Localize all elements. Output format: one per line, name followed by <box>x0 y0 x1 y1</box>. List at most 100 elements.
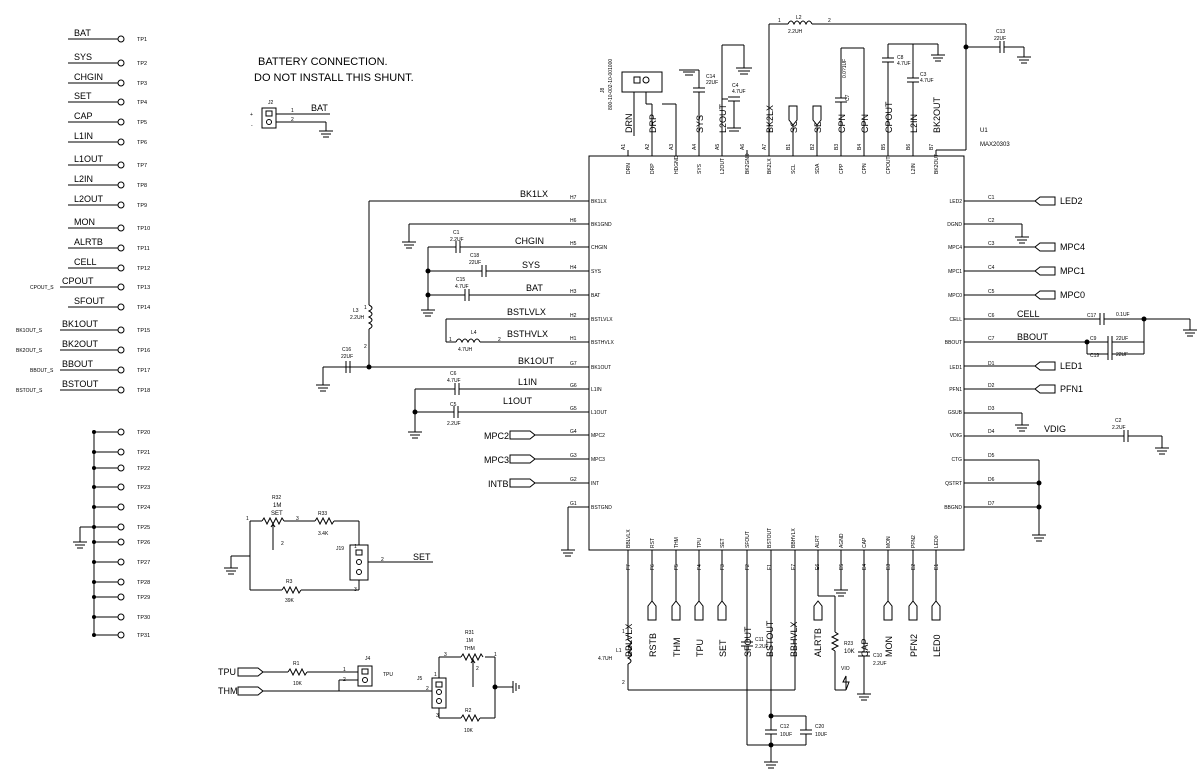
pin-B1-num: B1 <box>786 144 792 150</box>
pin-C2-name: DGND <box>947 222 962 228</box>
net-top-B5: CPOUT <box>884 101 894 133</box>
c15-value: 4.7UF <box>455 284 469 290</box>
tp1-3-pad-icon <box>117 79 125 87</box>
tp2-12-junction <box>92 633 96 637</box>
tp1-10-net: MON <box>74 217 95 227</box>
pin-B2-name: SDA <box>815 163 821 174</box>
net-bot-F3-port <box>717 600 727 621</box>
net-bat: BAT <box>526 283 543 293</box>
r33-ref: R33 <box>318 511 327 517</box>
pin-H3-num: H3 <box>570 289 577 295</box>
tp2-5-ref: TP24 <box>137 505 150 511</box>
net-bot-F6-port <box>647 600 657 621</box>
pin-B4-num: B4 <box>857 144 863 150</box>
tp1-12-net: CELL <box>74 257 97 267</box>
tp1-1-pad-icon <box>117 35 125 43</box>
pin-H6-num: H6 <box>570 218 577 224</box>
tp2-9-junction <box>92 580 96 584</box>
c4-value: 4.7UF <box>732 89 746 95</box>
pin-B6-num: B6 <box>906 144 912 150</box>
l4-pin1: 1 <box>449 337 452 343</box>
pin-D2-name: PFN1 <box>949 387 962 393</box>
pin-G5-num: G5 <box>570 406 577 412</box>
tp2-3-pad-icon <box>117 464 125 472</box>
j19-pin3: 3 <box>354 587 357 593</box>
l4-pin2: 2 <box>498 337 501 343</box>
pin-G4-num: G4 <box>570 429 577 435</box>
c9-ref: C9 <box>1090 336 1097 342</box>
tp2-3-ref: TP22 <box>137 466 150 472</box>
l3-pin1: 1 <box>364 305 367 311</box>
r31-ref: R31 <box>465 630 474 636</box>
pin-C7-num: C7 <box>988 336 995 342</box>
net-bot-E4: CAP <box>860 638 870 657</box>
net-bot-F1: BSTOUT <box>765 620 775 657</box>
pin-C6-name: CELL <box>949 317 962 323</box>
c16-ref: C16 <box>342 347 351 353</box>
r33-value: 3.4K <box>318 531 329 537</box>
net-mpc4: MPC4 <box>1060 242 1085 252</box>
pin-A3-num: A3 <box>669 144 675 150</box>
tp1-16-ref: TP16 <box>137 348 150 354</box>
tp1-16-net: BK2OUT <box>62 339 99 349</box>
r31-pin2: 2 <box>476 666 479 672</box>
c12-ref: C12 <box>780 724 789 730</box>
j4-net: TPU <box>383 672 393 678</box>
pin-F5-num: F5 <box>674 564 680 570</box>
pin-A2-num: A2 <box>645 144 651 150</box>
j2-pin2: 2 <box>291 117 294 123</box>
net-mpc2: MPC2 <box>484 431 509 441</box>
pin-E4-num: E4 <box>862 564 868 570</box>
note-line-2: DO NOT INSTALL THIS SHUNT. <box>254 72 414 84</box>
net-mpc1: MPC1 <box>1060 266 1085 276</box>
pin-B2-num: B2 <box>810 144 816 150</box>
pin-H1-num: H1 <box>570 336 577 342</box>
set-network: R32 1M SET 1 3 2 R33 3.4K R3 39K J19 <box>224 495 433 604</box>
tp2-12-ref: TP31 <box>137 633 150 639</box>
tp1-8-net: L2IN <box>74 174 93 184</box>
tp1-5-ref: TP5 <box>137 120 147 126</box>
pin-F1-name: BSTOUT <box>767 528 773 548</box>
right-net-labels: LED2 MPC4 MPC1 MPC0 CELL BBOUT LED1 PFN1… <box>964 196 1085 434</box>
tp2-12-pad-icon <box>117 631 125 639</box>
tp2-7-pad-icon <box>117 538 125 546</box>
j19-ref: J19 <box>336 546 344 552</box>
pin-D4-name: VDIG <box>950 433 962 439</box>
c6-value: 4.7UF <box>447 378 461 384</box>
net-bot-F5-port <box>671 600 681 621</box>
tpu-port-label: TPU <box>218 667 236 677</box>
r32-net: SET <box>271 511 283 517</box>
pin-G2-num: G2 <box>570 477 577 483</box>
tp1-18-net: BSTOUT <box>62 379 99 389</box>
pin-G7-name: BK1OUT <box>591 365 611 371</box>
pin-C3-num: C3 <box>988 241 995 247</box>
net-bk1lx: BK1LX <box>520 189 548 199</box>
u1-part: MAX20303 <box>980 142 1010 148</box>
pin-A5-num: A5 <box>715 144 721 150</box>
tp1-18-pad-icon <box>117 386 125 394</box>
tp1-1-net: BAT <box>74 28 91 38</box>
pin-D6-name: QSTRT <box>945 481 962 487</box>
net-bot-F6: RSTB <box>648 633 658 657</box>
tp2-8-pad-icon <box>117 558 125 566</box>
tp2-4-pad-icon <box>117 483 125 491</box>
tp1-18-ref: TP18 <box>137 388 150 394</box>
pin-H2-num: H2 <box>570 313 577 319</box>
pin-A4-num: A4 <box>692 144 698 150</box>
pin-A7-num: A7 <box>762 144 768 150</box>
tp1-5-pad-icon <box>117 118 125 126</box>
c8-value: 4.7UF <box>897 61 911 67</box>
top-wiring: C14 22UF C4 4.7UF 1 2 L2 2.2UH <box>662 15 1031 156</box>
c13-value: 22UF <box>994 36 1006 42</box>
net-top-A1: DRN <box>624 114 634 134</box>
tp2-9-ref: TP28 <box>137 580 150 586</box>
c10-ref: C10 <box>873 653 882 659</box>
tp1-12-ref: TP12 <box>137 266 150 272</box>
pin-H2-name: BSTLVLX <box>591 317 613 323</box>
c8-ref: C8 <box>897 55 904 61</box>
l3-pin2: 2 <box>364 344 367 350</box>
tp1-13-pad-icon <box>117 283 125 291</box>
r1-ref: R1 <box>293 661 300 667</box>
tp1-6-ref: TP6 <box>137 140 147 146</box>
tp2-4-ref: TP23 <box>137 485 150 491</box>
